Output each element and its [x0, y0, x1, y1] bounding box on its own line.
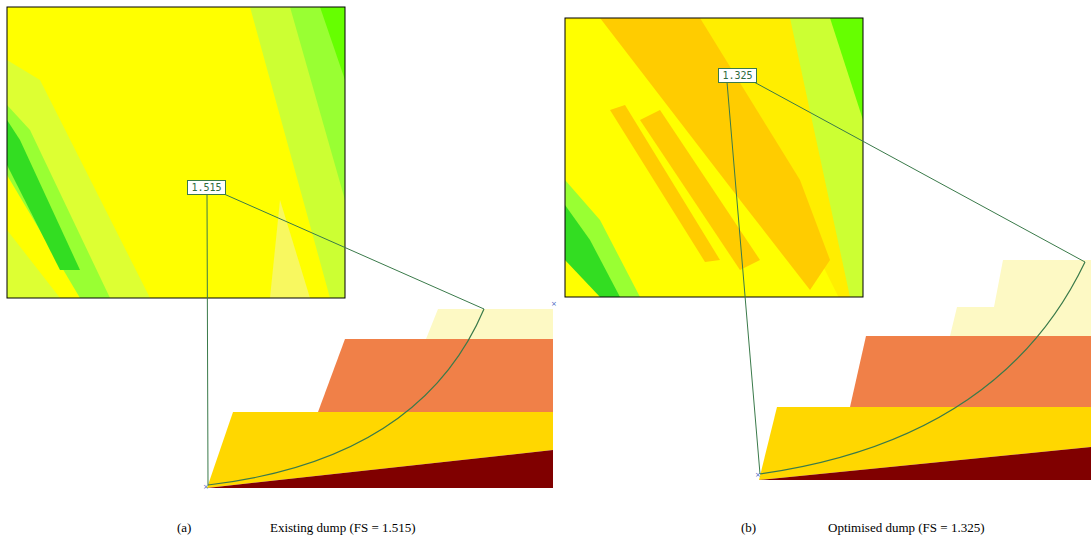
- figure-caption: (b): [741, 520, 756, 536]
- figure-caption: Optimised dump (FS = 1.325): [828, 520, 984, 536]
- figure-caption: (a): [177, 520, 191, 536]
- factor-of-safety-box: 1.325: [718, 68, 757, 83]
- contour-plot: [7, 7, 345, 298]
- figure-caption: Existing dump (FS = 1.515): [270, 520, 416, 536]
- factor-of-safety-box: 1.515: [187, 180, 226, 195]
- svg-text:×: ×: [755, 471, 761, 479]
- slope-section: × ×: [203, 194, 557, 491]
- svg-text:×: ×: [551, 300, 557, 308]
- factor-of-safety-value: 1.325: [722, 70, 752, 81]
- contour-plot: [565, 18, 863, 297]
- svg-text:×: ×: [203, 483, 209, 491]
- slope-section: ×: [727, 82, 1091, 480]
- factor-of-safety-value: 1.515: [191, 182, 221, 193]
